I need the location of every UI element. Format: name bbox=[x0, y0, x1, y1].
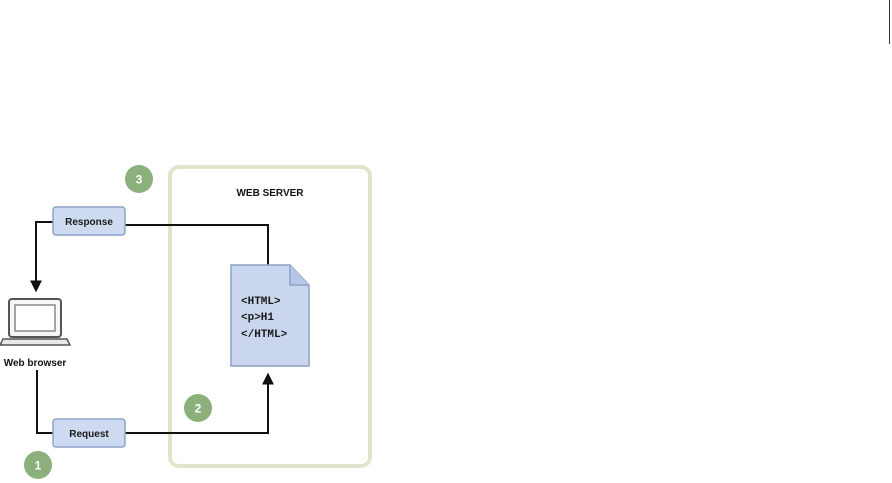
step-badge-3: 3 bbox=[125, 165, 153, 193]
laptop-icon bbox=[0, 298, 72, 346]
document-line-2: <p>H1 bbox=[241, 312, 274, 324]
document-line-1: <HTML> bbox=[241, 296, 281, 308]
window-edge-mark bbox=[889, 0, 890, 44]
request-label: Request bbox=[52, 418, 126, 448]
request-arrow bbox=[125, 372, 274, 434]
step-badge-1: 1 bbox=[24, 451, 52, 479]
request-connector bbox=[36, 370, 53, 434]
document-line-3: </HTML> bbox=[241, 329, 288, 341]
svg-text:Request: Request bbox=[69, 429, 109, 440]
web-server-box bbox=[168, 165, 372, 468]
svg-text:3: 3 bbox=[136, 173, 143, 187]
web-server-title: WEB SERVER bbox=[236, 188, 304, 199]
svg-text:2: 2 bbox=[195, 402, 202, 416]
web-browser-label: Web browser bbox=[4, 358, 67, 369]
response-arrow bbox=[30, 221, 53, 293]
svg-text:1: 1 bbox=[35, 459, 42, 473]
svg-text:Response: Response bbox=[65, 217, 113, 228]
step-badge-2: 2 bbox=[184, 394, 212, 422]
response-connector bbox=[125, 224, 269, 265]
html-document: <HTML> <p>H1 </HTML> bbox=[230, 264, 310, 367]
response-label: Response bbox=[52, 206, 126, 236]
